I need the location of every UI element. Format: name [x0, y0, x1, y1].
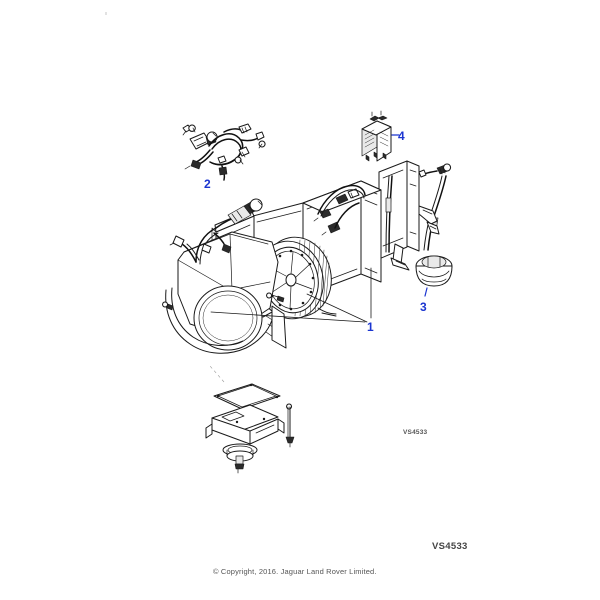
drawing-code-inner: VS4533: [403, 429, 428, 436]
callout-2: 2: [204, 177, 211, 191]
callout-4: 4: [398, 129, 405, 143]
lower-bracket-group: [205, 365, 295, 474]
blower-assembly-group: [162, 160, 440, 354]
copyright-notice: © Copyright, 2016. Jaguar Land Rover Lim…: [213, 567, 377, 576]
image-artifact-speck: [105, 12, 107, 15]
wiring-harness-group: [182, 123, 266, 181]
callout-1: 1: [367, 320, 374, 334]
drawing-code-main: VS4533: [432, 541, 468, 552]
relay-group: [361, 110, 400, 162]
callout-3: 3: [420, 300, 427, 314]
